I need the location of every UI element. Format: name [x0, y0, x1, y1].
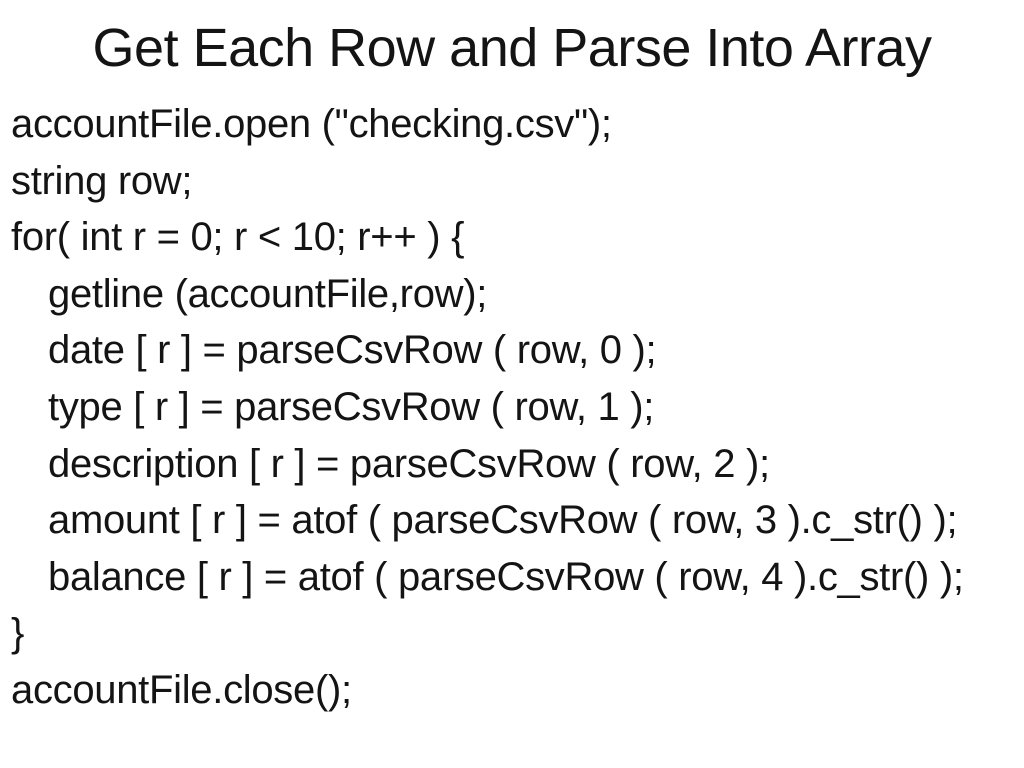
code-line: for( int r = 0; r < 10; r++ ) { — [11, 215, 465, 260]
code-line: } — [11, 611, 25, 656]
code-line: description [ r ] = parseCsvRow ( row, 2… — [48, 441, 770, 486]
code-line: accountFile.close(); — [11, 667, 352, 712]
code-line: date [ r ] = parseCsvRow ( row, 0 ); — [48, 328, 657, 373]
code-line: balance [ r ] = atof ( parseCsvRow ( row… — [48, 554, 964, 599]
code-line: string row; — [11, 158, 193, 203]
code-line: accountFile.open ("checking.csv"); — [11, 102, 612, 146]
code-line: amount [ r ] = atof ( parseCsvRow ( row,… — [48, 498, 958, 543]
slide-title: Get Each Row and Parse Into Array — [92, 18, 932, 78]
code-line: getline (accountFile,row); — [48, 271, 488, 316]
code-block: accountFile.open ("checking.csv"); strin… — [0, 96, 1024, 719]
code-line: type [ r ] = parseCsvRow ( row, 1 ); — [48, 384, 655, 429]
